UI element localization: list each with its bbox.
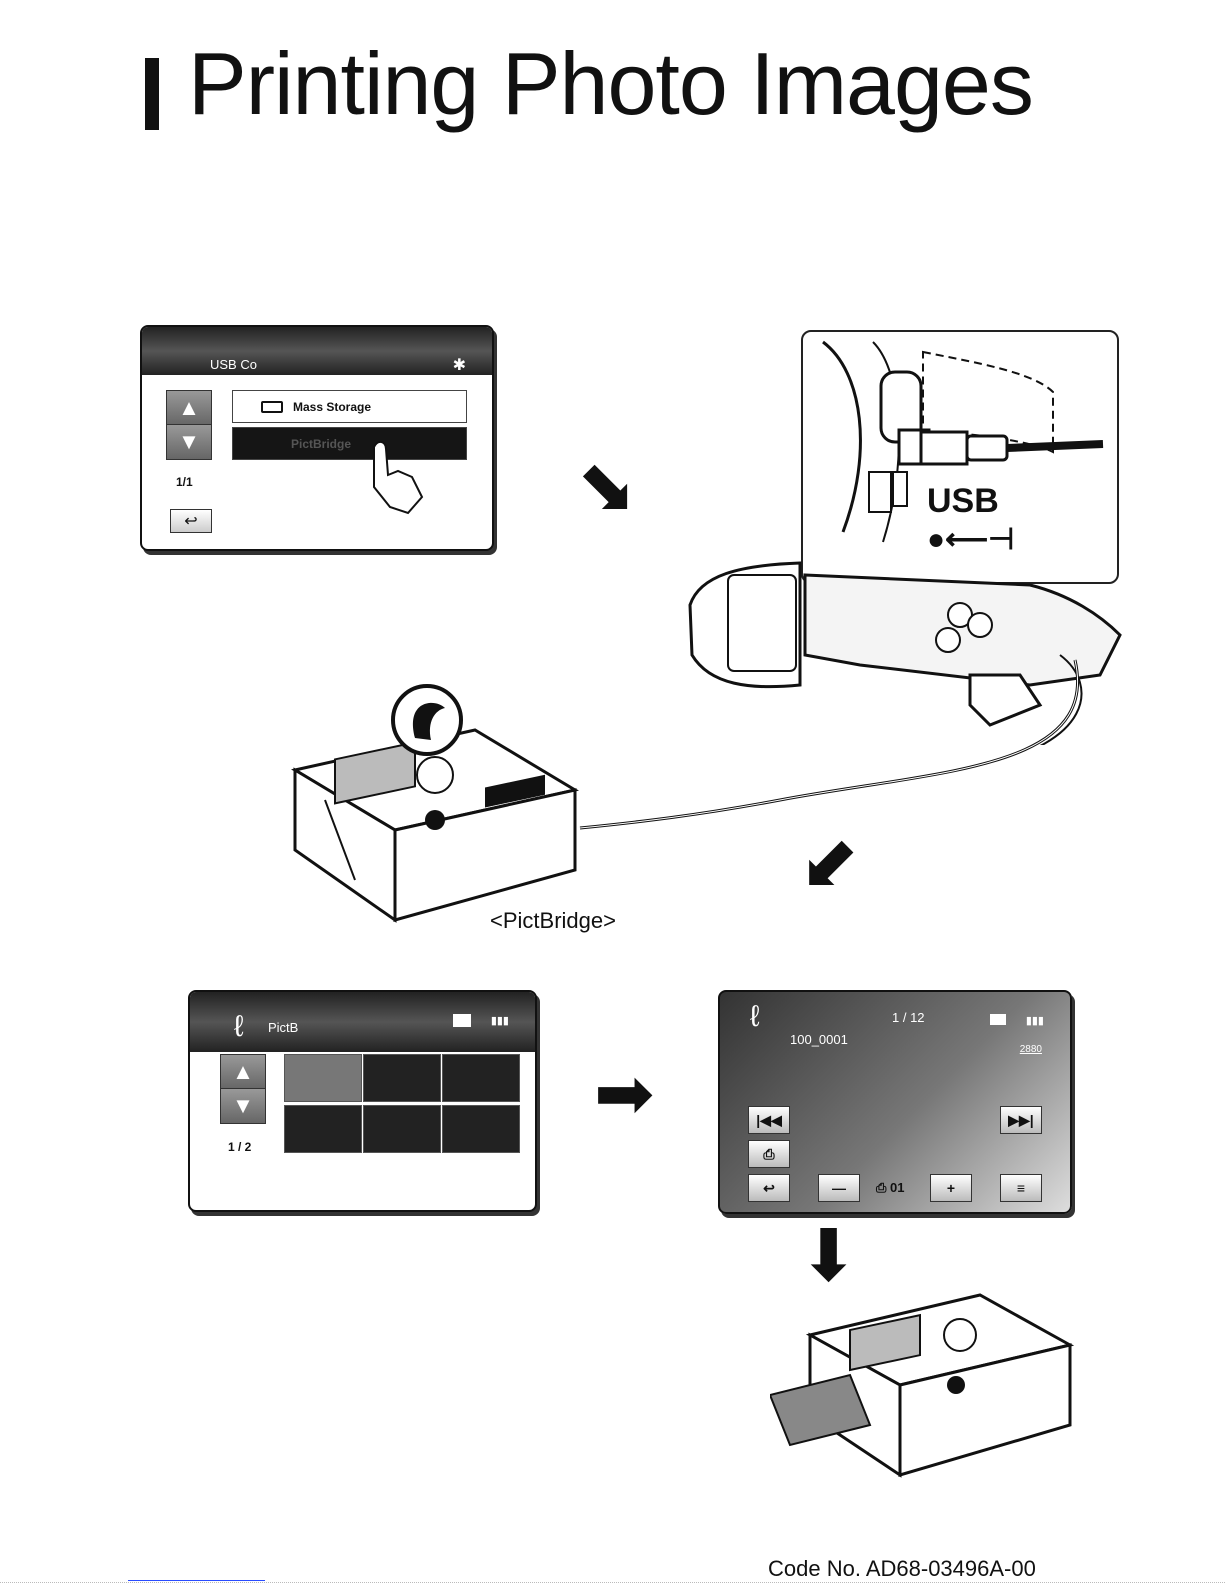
battery-icon: ▮▮▮ xyxy=(491,1014,509,1027)
down-arrow-icon: ▼ xyxy=(178,429,200,455)
copies-value: 01 xyxy=(890,1180,904,1195)
printer-illustration xyxy=(285,680,605,940)
memory-card-icon xyxy=(990,1014,1006,1025)
down-arrow-button[interactable]: ▼ xyxy=(220,1088,266,1124)
print-button[interactable]: ⎙ xyxy=(748,1140,790,1168)
minus-icon: — xyxy=(832,1180,846,1196)
page-indicator: 1/1 xyxy=(176,475,193,489)
menu-button[interactable]: ≡ xyxy=(1000,1174,1042,1202)
decrease-copies-button[interactable]: — xyxy=(818,1174,860,1202)
pictbridge-caption: <PictBridge> xyxy=(490,908,616,934)
code-number: Code No. AD68-03496A-00 xyxy=(768,1556,1036,1582)
pictbridge-logo-icon: ℓ xyxy=(234,1010,244,1044)
thumbnail-5[interactable] xyxy=(363,1105,441,1153)
back-button[interactable]: ↩ xyxy=(170,509,212,533)
down-arrow-button[interactable]: ▼ xyxy=(166,424,212,460)
usb-connect-title: USB Co xyxy=(210,357,257,372)
back-button[interactable]: ↩ xyxy=(748,1174,790,1202)
resolution-indicator: 2880 xyxy=(1020,1044,1042,1055)
right-arrow: ➡ xyxy=(594,1058,654,1130)
increase-copies-button[interactable]: + xyxy=(930,1174,972,1202)
back-icon: ↩ xyxy=(184,511,197,531)
pictbridge-screen: ℓ PictB ▮▮▮ ▲ ▼ 1 / 2 xyxy=(188,990,537,1212)
movie-icon: ✱ xyxy=(453,355,466,375)
tap-hand-icon xyxy=(364,437,434,517)
thumbnail-bird[interactable] xyxy=(284,1054,362,1102)
usb-label: USB xyxy=(927,482,999,521)
up-arrow-button[interactable]: ▲ xyxy=(220,1054,266,1090)
up-arrow-icon: ▲ xyxy=(178,395,200,421)
pictbridge-option-label: PictBridge xyxy=(291,437,351,451)
pictbridge-logo-icon: ℓ xyxy=(750,1000,760,1034)
thumbnail-4[interactable] xyxy=(284,1105,362,1153)
mass-storage-option[interactable]: Mass Storage xyxy=(232,390,467,423)
back-icon: ↩ xyxy=(763,1180,775,1197)
skip-forward-icon: ▶▶| xyxy=(1008,1112,1033,1129)
pictbridge-title: PictB xyxy=(268,1020,298,1035)
down-right-arrow: ➡ xyxy=(561,441,655,535)
thumbnail-3[interactable] xyxy=(442,1054,520,1102)
printer-printing-illustration xyxy=(770,1275,1090,1505)
usb-cable xyxy=(520,650,1090,840)
mass-storage-label: Mass Storage xyxy=(293,400,371,414)
previous-button[interactable]: |◀◀ xyxy=(748,1106,790,1134)
bottom-link-line xyxy=(128,1580,265,1581)
usb-connect-screen: USB Co ✱ ▲ ▼ Mass Storage PictBridge 1/1… xyxy=(140,325,494,551)
down-arrow-icon: ▼ xyxy=(232,1093,254,1119)
copies-indicator: ⎙ 01 xyxy=(876,1180,904,1196)
next-button[interactable]: ▶▶| xyxy=(1000,1106,1042,1134)
skip-back-icon: |◀◀ xyxy=(756,1112,781,1129)
page-title: Printing Photo Images xyxy=(188,40,1033,128)
image-counter: 1 / 12 xyxy=(892,1010,925,1025)
photo-playback-screen: ℓ 100_0001 1 / 12 ▮▮▮ 2880 |◀◀ ▶▶| ⎙ ↩ —… xyxy=(718,990,1072,1214)
up-arrow-button[interactable]: ▲ xyxy=(166,390,212,426)
battery-icon: ▮▮▮ xyxy=(1026,1014,1044,1027)
thumbnail-2[interactable] xyxy=(363,1054,441,1102)
usb-connect-header xyxy=(142,327,492,375)
page-indicator: 1 / 2 xyxy=(228,1140,251,1154)
thumbnail-6[interactable] xyxy=(442,1105,520,1153)
bottom-divider xyxy=(0,1582,1225,1584)
menu-icon: ≡ xyxy=(1017,1180,1025,1196)
print-icon: ⎙ xyxy=(763,1146,774,1163)
plus-icon: + xyxy=(947,1180,955,1196)
storage-icon xyxy=(261,401,283,413)
title-marker xyxy=(145,58,159,130)
memory-card-icon xyxy=(453,1014,471,1027)
up-arrow-icon: ▲ xyxy=(232,1059,254,1085)
folder-number: 100_0001 xyxy=(790,1032,848,1047)
